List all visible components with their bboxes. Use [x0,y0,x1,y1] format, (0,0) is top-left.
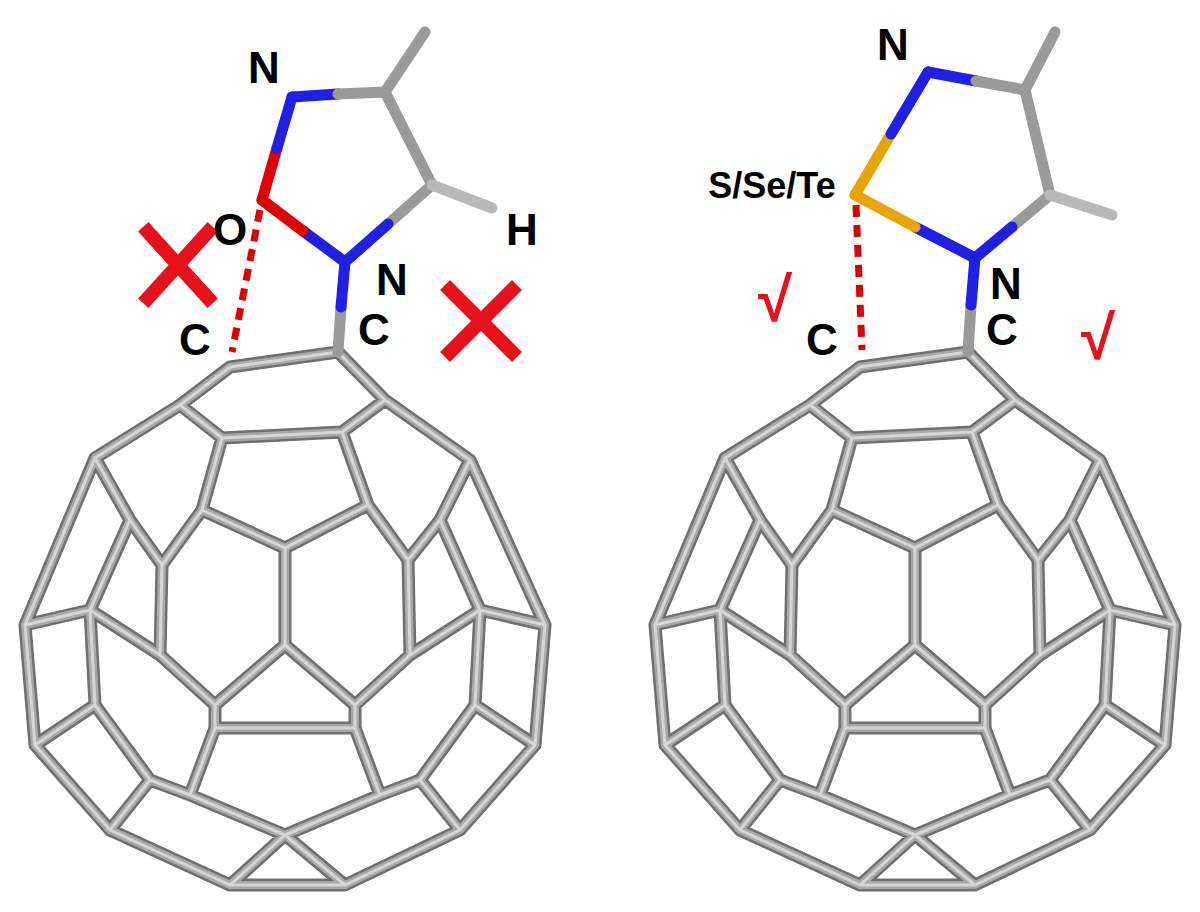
dashed-contact [856,205,862,350]
atom-label: C [358,308,390,352]
cross-mark [450,290,512,352]
check-mark: √ [758,269,792,331]
atom-label: N [877,23,909,67]
atom-label: N [248,46,280,90]
atom-label: N [376,258,408,302]
check-mark: √ [1081,307,1115,369]
atom-label: C [806,318,838,362]
atom-label: O [213,208,247,252]
atom-label: S/Se/Te [708,168,835,204]
atom-label: C [986,308,1018,352]
atom-label: H [506,208,538,252]
fullerene-cage [655,352,1175,885]
chalcogenadiazole-ring [855,32,1112,352]
atom-label: C [179,318,211,362]
atom-label: N [990,262,1022,306]
cross-mark [148,232,208,298]
fullerene-cage [25,352,545,885]
